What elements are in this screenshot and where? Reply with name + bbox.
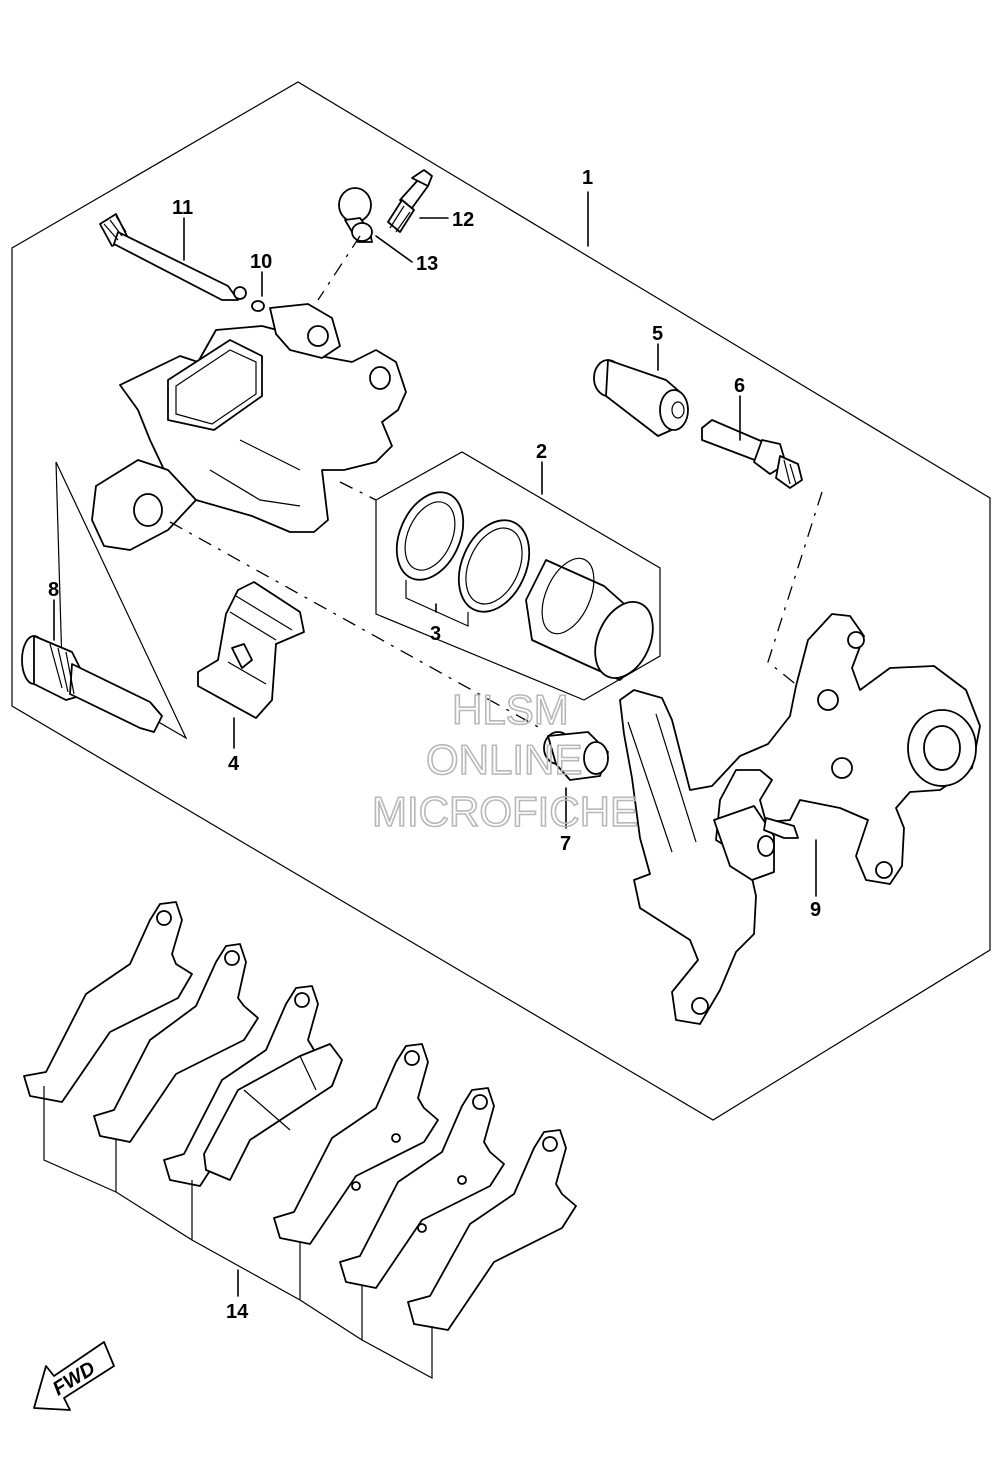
callout-labels: 1 2 3 4 5 6 7 8 9 10 11 12 13 14: [48, 167, 821, 1323]
callout-10: 10: [250, 251, 272, 273]
part-1-caliper-body: [91, 303, 407, 551]
fwd-arrow-icon: FWD: [33, 1341, 115, 1411]
alignment-lines: [169, 235, 823, 729]
part-7-bushing: [543, 731, 609, 781]
part-13-banjo-union: [338, 187, 373, 243]
callout-1: 1: [582, 167, 593, 189]
callout-8: 8: [48, 579, 59, 601]
callout-9: 9: [810, 899, 821, 921]
part-12-bleeder-valve: [387, 169, 433, 233]
watermark-line-1: HLSM: [452, 686, 569, 733]
part-3-seal-marker: [405, 580, 469, 627]
part-14-brake-pads: [23, 901, 577, 1380]
part-10-washer: [251, 300, 265, 312]
callout-7: 7: [560, 833, 571, 855]
assembly-boundary-frame: [11, 81, 991, 1121]
callout-3: 3: [430, 623, 441, 645]
watermark: HLSM ONLINE MICROFICHE: [371, 685, 639, 836]
part-5-pin-sleeve: [593, 359, 689, 437]
part-4-pad-spring: [197, 581, 305, 719]
leader-lines: [53, 191, 817, 1297]
part-9-caliper-bracket: [619, 613, 981, 1025]
callout-13: 13: [416, 253, 438, 275]
callout-6: 6: [734, 375, 745, 397]
watermark-line-2: ONLINE: [426, 736, 582, 783]
callout-12: 12: [452, 209, 474, 231]
part-11-slide-pin: [99, 213, 247, 301]
part-6-slide-pin: [701, 419, 803, 489]
callout-11: 11: [172, 197, 193, 219]
callout-14: 14: [226, 1301, 249, 1323]
callout-5: 5: [652, 323, 663, 345]
callout-2: 2: [536, 441, 547, 463]
part-2-piston-set: [375, 451, 661, 701]
part-8-slide-pin-bolt: [21, 461, 188, 740]
watermark-line-3: MICROFICHE: [372, 788, 638, 835]
callout-4: 4: [228, 753, 240, 775]
